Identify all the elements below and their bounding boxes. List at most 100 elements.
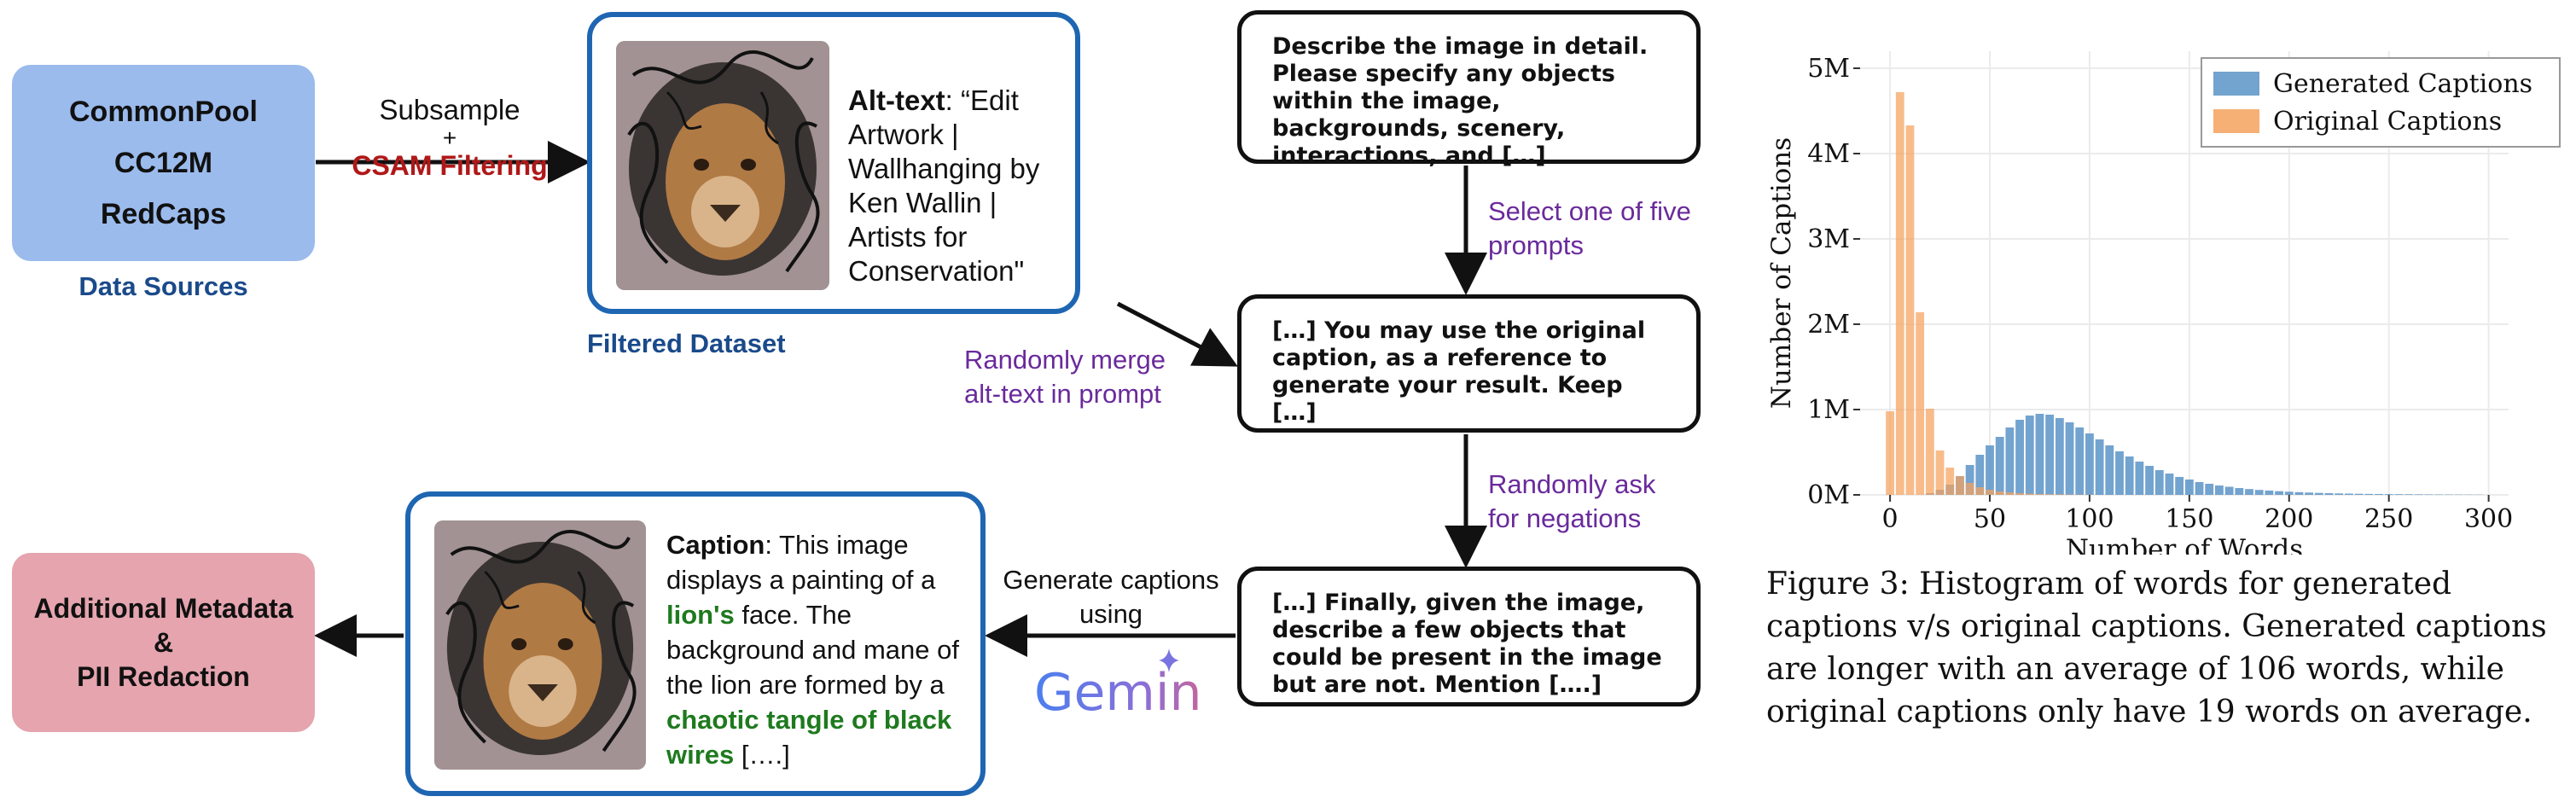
metadata-line-1: Additional Metadata: [33, 593, 294, 624]
histogram-bar: [2424, 494, 2434, 495]
histogram-bar: [2035, 494, 2044, 495]
histogram-bar: [2184, 480, 2194, 495]
metadata-line-2: &: [153, 627, 174, 658]
plus-sign: +: [442, 125, 457, 151]
histogram-bar: [2135, 462, 2144, 495]
histogram-bar: [1925, 409, 1934, 495]
legend-box: [2201, 57, 2561, 148]
histogram-bar: [2175, 477, 2184, 495]
histogram-bar: [2005, 427, 2015, 495]
data-sources-label: Data Sources: [79, 271, 248, 301]
gemini-logo-text: Gemini: [1034, 663, 1205, 723]
histogram-bar: [2015, 420, 2024, 495]
figure-number: Figure 3:: [1766, 567, 1910, 602]
histogram-bar: [1975, 487, 1985, 495]
arrow-filtered-to-p2: [1116, 301, 1238, 367]
legend-swatch: [2213, 109, 2259, 133]
histogram-bar: [2055, 418, 2064, 495]
histogram-bar: [2045, 494, 2055, 495]
generated-caption-box: Caption: This image displays a painting …: [405, 491, 986, 796]
histogram-bar: [2205, 484, 2214, 495]
histogram-bar: [2384, 494, 2393, 495]
x-tick-label: 0: [1882, 504, 1899, 534]
prompt-original-caption-box: […] You may use the original caption, as…: [1237, 294, 1701, 433]
source-commonpool: CommonPool: [69, 96, 258, 128]
histogram-bar: [1956, 476, 1964, 495]
x-axis-label: Number of Words: [2066, 534, 2303, 555]
histogram-bar: [2245, 489, 2253, 495]
caption-text-block: Caption: This image displays a painting …: [666, 527, 969, 772]
histogram-bar: [1986, 445, 1994, 495]
y-tick-label: 5M: [1807, 54, 1850, 84]
histogram-bar: [2375, 494, 2383, 495]
histogram-bar: [1895, 92, 1904, 495]
subsample-label: Subsample + CSAM Filtering: [334, 94, 565, 182]
caption-part-2: face. The background and mane of the lio…: [666, 600, 959, 700]
histogram-bar: [2354, 493, 2364, 495]
histogram-bar: [1965, 483, 1974, 495]
histogram-bar: [2165, 474, 2174, 495]
histogram-bar: [1916, 312, 1925, 495]
histogram-bar: [2215, 485, 2224, 495]
caption-highlight-lions: lion's: [666, 600, 735, 630]
histogram-bar: [2115, 451, 2124, 495]
figure-caption-text: Histogram of words for generated caption…: [1766, 567, 2547, 730]
lion-painting-image: [434, 520, 646, 770]
histogram-bar: [2125, 456, 2134, 495]
histogram-bar: [2345, 493, 2353, 495]
x-tick-label: 300: [2464, 504, 2513, 534]
histogram-bar: [2154, 470, 2164, 495]
histogram-bar: [2095, 439, 2104, 495]
histogram-bar: [2335, 493, 2344, 495]
x-tick-label: 100: [2065, 504, 2114, 534]
histogram-bar: [2314, 492, 2323, 495]
x-tick-label: 250: [2364, 504, 2413, 534]
histogram-bar: [2085, 433, 2094, 495]
legend-label: Original Captions: [2273, 107, 2502, 137]
histogram-bar: [2045, 415, 2055, 495]
histogram-bar: [2015, 493, 2024, 495]
histogram-bar: [2394, 494, 2404, 495]
histogram-bar: [1945, 468, 1955, 495]
histogram-bar: [2025, 416, 2034, 495]
y-tick-label: 1M: [1807, 395, 1850, 425]
alt-text-label: Alt-text: [848, 84, 945, 116]
x-tick-label: 50: [1974, 504, 2006, 534]
histogram-bar: [1886, 411, 1894, 495]
x-tick-label: 150: [2165, 504, 2213, 534]
csam-filtering-text: CSAM Filtering: [352, 150, 548, 181]
histogram-bar: [2284, 491, 2294, 495]
data-sources-box: CommonPool CC12M RedCaps: [12, 65, 315, 261]
prompt-describe-box: Describe the image in detail. Please spe…: [1237, 10, 1701, 169]
x-tick-label: 200: [2265, 504, 2313, 534]
metadata-line-3: PII Redaction: [77, 661, 250, 692]
merge-alt-text-label: Randomly merge alt-text in prompt: [964, 345, 1166, 409]
caption-highlight-wires: chaotic tangle of black wires: [666, 705, 952, 770]
histogram-bar: [2254, 490, 2264, 495]
histogram-bar: [2025, 493, 2034, 495]
histogram-bar: [1986, 490, 1994, 495]
histogram-bar: [2265, 491, 2274, 495]
histogram-bar: [2275, 491, 2283, 495]
histogram-bar: [1995, 437, 2004, 495]
histogram-bar: [2075, 427, 2085, 495]
figure-caption: Figure 3: Histogram of words for generat…: [1766, 563, 2568, 734]
histogram-bar: [1905, 125, 1915, 495]
y-tick-label: 2M: [1807, 310, 1850, 340]
histogram-bar: [2065, 422, 2074, 495]
gemini-logo: Gemini: [1034, 648, 1216, 738]
histogram-bar: [2224, 486, 2234, 495]
negations-label: Randomly ask for negations: [1488, 469, 1656, 533]
histogram-bar: [2364, 493, 2374, 495]
histogram-bar: [2035, 414, 2044, 495]
histogram-bar: [1965, 465, 1974, 495]
caption-part-3: [….]: [734, 740, 790, 770]
source-cc12m: CC12M: [113, 147, 213, 179]
generate-captions-label: Generate captions using: [1003, 565, 1219, 629]
histogram-bar: [2235, 488, 2244, 495]
y-tick-label: 4M: [1807, 139, 1850, 169]
prompt-negations-box: […] Finally, given the image, describe a…: [1237, 567, 1701, 706]
filtered-dataset-label: Filtered Dataset: [587, 328, 786, 358]
histogram-bar: [1975, 455, 1985, 495]
